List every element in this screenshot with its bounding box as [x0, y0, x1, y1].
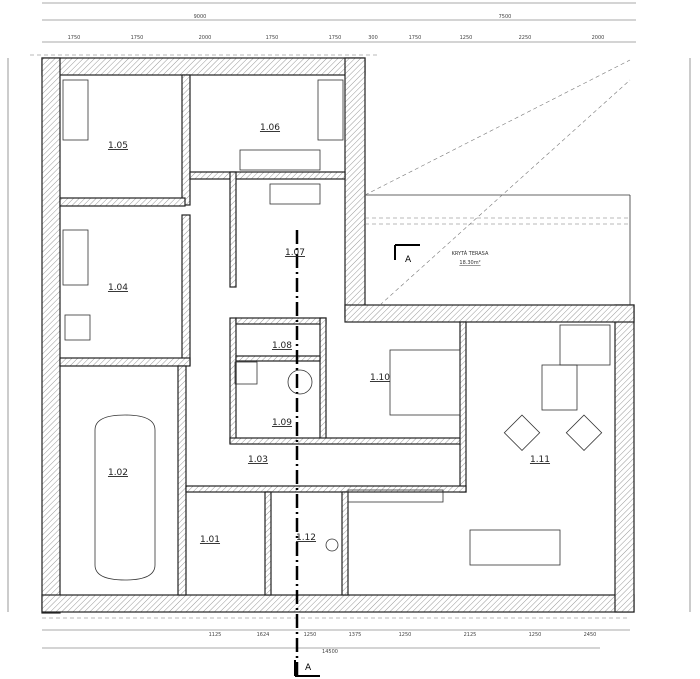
- dim-seg: 2450: [584, 632, 597, 638]
- exterior-walls: [41, 57, 635, 614]
- terrace-label: KRYTÁ TERASA: [452, 250, 489, 257]
- section-marker-bottom: A: [305, 663, 312, 673]
- dim-seg: 1250: [460, 35, 473, 41]
- section-line: A A: [294, 230, 420, 679]
- section-marker-top: A: [405, 255, 412, 265]
- room-1-03: 1.03: [248, 455, 268, 465]
- dim-seg: 1750: [329, 35, 342, 41]
- dim-seg: 1250: [529, 632, 542, 638]
- dim-seg: 2125: [464, 632, 477, 638]
- room-1-01: 1.01: [200, 535, 220, 545]
- dim-top-right: 7500: [499, 14, 512, 20]
- dim-seg: 1375: [349, 632, 362, 638]
- dim-seg: 1750: [266, 35, 279, 41]
- dim-seg: 2000: [199, 35, 212, 41]
- room-1-10: 1.10: [370, 373, 390, 383]
- room-1-07: 1.07: [285, 248, 305, 258]
- dim-seg: 1250: [304, 632, 317, 638]
- room-1-08: 1.08: [272, 341, 292, 351]
- room-1-05: 1.05: [108, 141, 128, 151]
- terrace: KRYTÁ TERASA 18.30m²: [364, 59, 631, 306]
- room-1-12: 1.12: [296, 533, 316, 543]
- dim-seg: 1125: [209, 632, 222, 638]
- dim-seg: 2000: [592, 35, 605, 41]
- dim-seg: 1750: [131, 35, 144, 41]
- dim-top-left: 9000: [194, 14, 207, 20]
- room-labels: 1.01 1.02 1.03 1.04 1.05 1.06 1.07 1.08 …: [108, 123, 550, 545]
- terrace-area: 18.30m²: [459, 260, 480, 266]
- dim-total: 14500: [322, 649, 338, 655]
- room-1-09: 1.09: [272, 418, 292, 428]
- dim-top-segments: 1750 1750 2000 1750 1750 300 1750 1250 2…: [68, 35, 605, 41]
- interior-walls: [59, 74, 467, 596]
- room-1-11: 1.11: [530, 455, 550, 465]
- dimension-lines: [7, 2, 691, 649]
- dim-seg: 1250: [399, 632, 412, 638]
- room-1-06: 1.06: [260, 123, 280, 133]
- dim-bottom-segments: 1125 1624 1250 1375 1250 2125 1250 2450 …: [209, 632, 597, 655]
- dim-seg: 2250: [519, 35, 532, 41]
- dim-seg: 1624: [257, 632, 270, 638]
- room-1-02: 1.02: [108, 468, 128, 478]
- dim-seg: 300: [368, 35, 378, 41]
- car-icon: [94, 414, 156, 581]
- dim-seg: 1750: [409, 35, 422, 41]
- dim-seg: 1750: [68, 35, 81, 41]
- furniture: [62, 79, 611, 581]
- room-1-04: 1.04: [108, 283, 128, 293]
